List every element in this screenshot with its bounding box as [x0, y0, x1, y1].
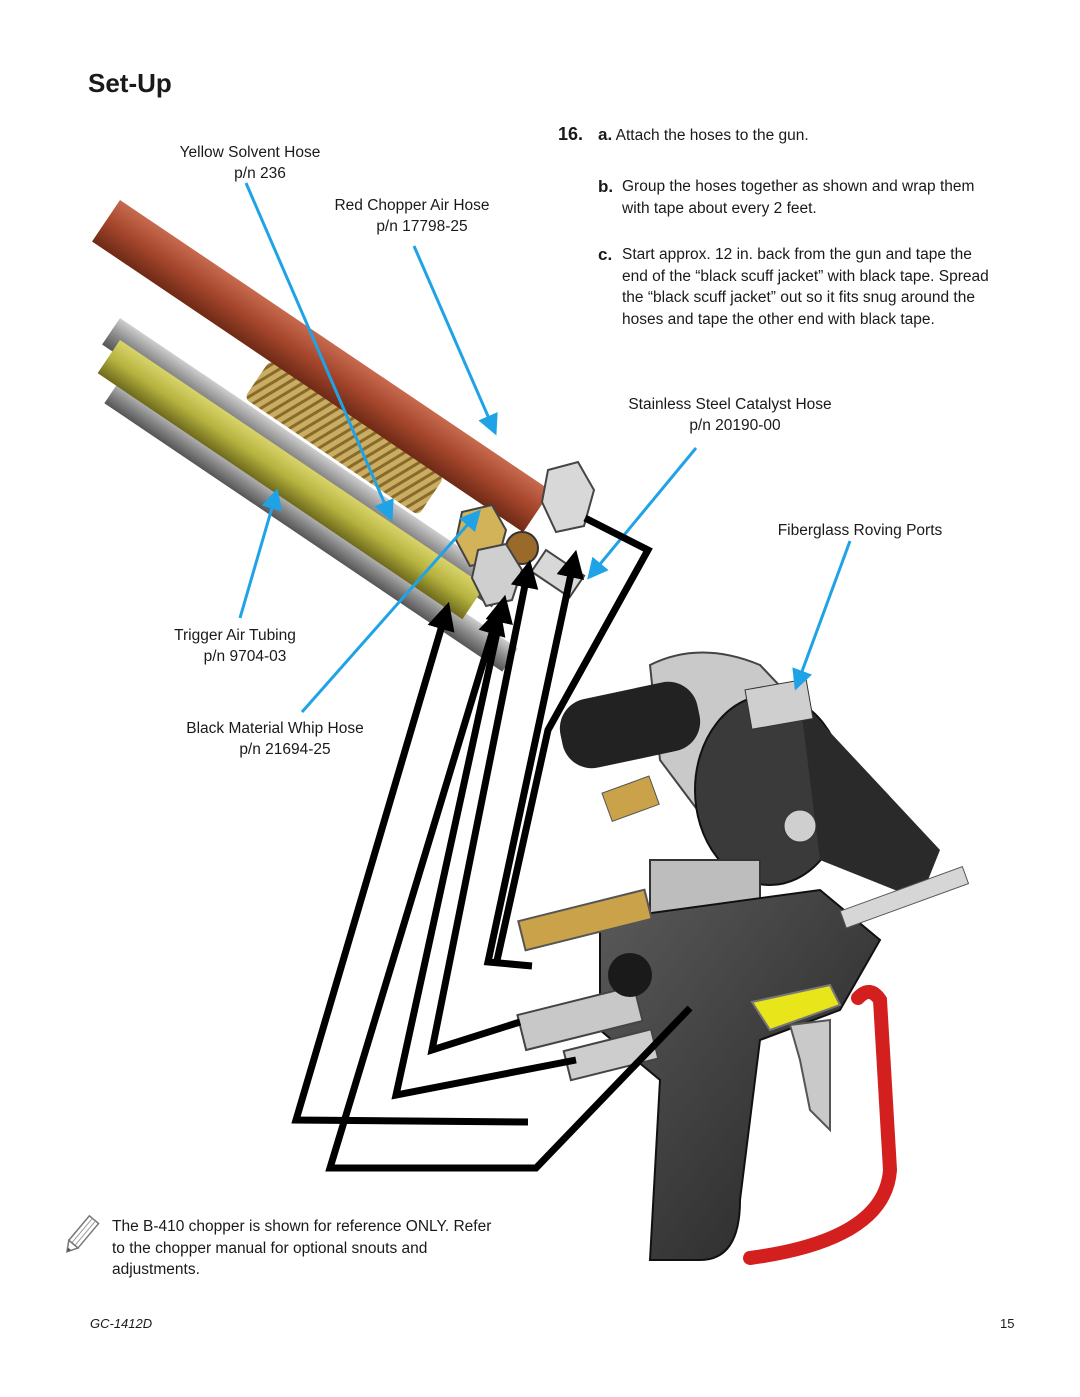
step-letter: b.: [598, 177, 614, 196]
callout-lines: [238, 182, 852, 713]
step-a: a. Attach the hoses to the gun.: [598, 124, 998, 147]
footer-page-number: 15: [1000, 1316, 1015, 1331]
label-name: Fiberglass Roving Ports: [777, 522, 943, 539]
step-letter: a.: [598, 125, 613, 144]
routing-arrows: [291, 514, 693, 1172]
reference-note: The B-410 chopper is shown for reference…: [112, 1218, 492, 1278]
label-pn: p/n 9704-03: [203, 648, 287, 665]
label-trigger-air-tubing: Trigger Air Tubing p/n 9704-03: [150, 625, 320, 667]
step-letter: c.: [598, 245, 613, 264]
label-name: Trigger Air Tubing: [174, 627, 296, 644]
label-pn: p/n 21694-25: [239, 741, 331, 758]
label-fiberglass-roving-ports: Fiberglass Roving Ports: [760, 520, 960, 541]
step-b: b. Group the hoses together as shown and…: [598, 176, 998, 219]
step-number: 16.: [558, 124, 584, 144]
step-text: Start approx. 12 in. back from the gun a…: [622, 246, 989, 328]
label-red-chopper-air-hose: Red Chopper Air Hose p/n 17798-25: [312, 195, 512, 237]
label-pn: p/n 20190-00: [689, 417, 781, 434]
label-yellow-solvent-hose: Yellow Solvent Hose p/n 236: [150, 142, 350, 184]
label-name: Stainless Steel Catalyst Hose: [628, 396, 832, 413]
label-black-material-whip-hose: Black Material Whip Hose p/n 21694-25: [160, 718, 390, 760]
spray-gun: [516, 651, 970, 1265]
footer-doc-number: GC-1412D: [90, 1316, 153, 1331]
step-text: Attach the hoses to the gun.: [615, 127, 809, 144]
label-pn: p/n 17798-25: [376, 218, 468, 235]
label-pn: p/n 236: [234, 165, 286, 182]
step-text: Group the hoses together as shown and wr…: [622, 178, 975, 217]
label-name: Red Chopper Air Hose: [334, 197, 490, 214]
page-title: Set-Up: [88, 68, 172, 98]
step-c: c. Start approx. 12 in. back from the gu…: [598, 244, 998, 330]
label-name: Yellow Solvent Hose: [179, 144, 321, 161]
label-stainless-catalyst-hose: Stainless Steel Catalyst Hose p/n 20190-…: [600, 394, 860, 436]
pencil-icon: [60, 1214, 104, 1260]
label-name: Black Material Whip Hose: [186, 720, 364, 737]
